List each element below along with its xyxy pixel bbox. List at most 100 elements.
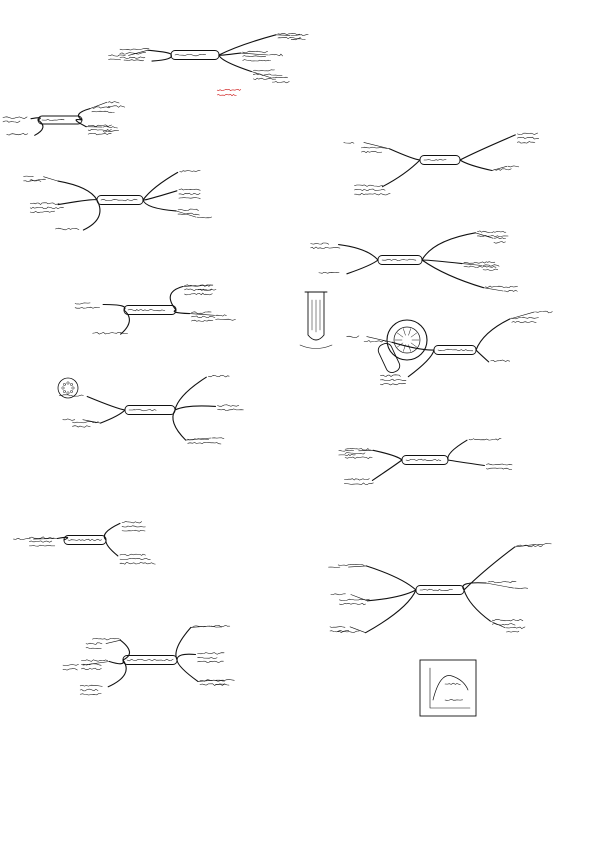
branch-handwriting [511, 316, 539, 320]
branch-handwriting [79, 684, 103, 687]
graph-annotation [444, 699, 463, 701]
sub-branch-connector [82, 419, 101, 424]
branch-handwriting [2, 116, 28, 119]
branch-handwriting [81, 659, 108, 662]
sub-branch-connector [366, 336, 393, 343]
branch-connector [172, 409, 187, 441]
sub-branch-connector [490, 620, 506, 629]
branch-connector [463, 589, 491, 622]
red-handwriting [216, 93, 237, 97]
small-cell-dot [61, 386, 65, 390]
mindmap-cluster-c2 [2, 101, 126, 136]
sub-branch-connector [197, 679, 215, 682]
branch-handwriting [517, 132, 538, 135]
branch-connector [463, 546, 516, 591]
small-cell-dot [71, 386, 75, 390]
red-handwriting [216, 88, 242, 92]
sub-branch-connector [461, 263, 483, 266]
branch-handwriting [191, 319, 214, 322]
branch-connector [475, 349, 490, 363]
branch-handwriting [2, 120, 21, 123]
sub-branch-handwriting [269, 53, 283, 57]
branch-handwriting [217, 404, 240, 407]
branch-handwriting [339, 603, 366, 606]
cell-spoke [408, 328, 411, 336]
central-node-handwriting [126, 658, 174, 662]
central-node-box [170, 50, 220, 60]
branch-handwriting [123, 59, 144, 62]
branch-handwriting [178, 197, 201, 200]
branch-handwriting [380, 383, 406, 386]
sub-branch-handwriting [338, 454, 356, 456]
mindmap-cluster-c5 [58, 375, 244, 445]
central-node-handwriting [405, 458, 442, 461]
cell-side-capsule [377, 342, 401, 374]
branch-handwriting [119, 553, 146, 556]
branch-connector [346, 259, 379, 275]
branch-connector [338, 244, 379, 261]
sub-branch-connector [349, 626, 366, 633]
branch-handwriting [380, 374, 401, 377]
branch-connector [421, 259, 463, 265]
central-node-handwriting [423, 159, 447, 161]
cell-spoke [408, 344, 411, 352]
sub-branch-handwriting [290, 38, 306, 41]
central-node-handwriting [100, 198, 138, 202]
branch-handwriting [486, 463, 513, 466]
sub-branch-handwriting [329, 626, 346, 628]
branch-handwriting [92, 638, 121, 641]
sub-branch-connector [483, 287, 504, 292]
branch-handwriting [72, 421, 99, 424]
sub-branch-connector [82, 661, 110, 666]
branch-connector [142, 199, 177, 212]
branch-connector [372, 449, 403, 461]
branch-handwriting [79, 693, 102, 696]
sub-branch-handwriting [85, 647, 102, 649]
branch-connector [459, 159, 493, 172]
branch-connector [107, 659, 127, 688]
branch-handwriting [29, 540, 53, 543]
branch-handwriting [253, 77, 276, 80]
cell-inner-circle [393, 326, 421, 354]
branch-connector [57, 180, 98, 201]
sub-branch-handwriting [493, 241, 506, 244]
branch-handwriting [29, 536, 55, 539]
branch-connector [86, 395, 126, 411]
sub-branch-connector [189, 313, 215, 316]
small-cell-outer [57, 377, 79, 399]
mindmap-cluster-c7 [62, 625, 235, 696]
branch-connector [459, 134, 516, 161]
branch-connector [103, 522, 121, 541]
sub-branch-handwriting [493, 237, 506, 240]
sub-branch-handwriting [346, 335, 360, 338]
sub-branch-connector [190, 625, 211, 628]
branch-handwriting [318, 272, 340, 274]
branch-handwriting [344, 482, 374, 485]
central-node-handwriting [381, 258, 417, 261]
branch-handwriting [6, 133, 29, 136]
branch-connector [108, 659, 124, 665]
sub-branch-handwriting [196, 216, 212, 219]
sub-branch-handwriting [506, 626, 526, 629]
sub-branch-handwriting [482, 264, 500, 267]
branch-connector [169, 286, 184, 311]
branch-handwriting [177, 212, 200, 216]
branch-connector [447, 439, 468, 461]
branch-connector [388, 148, 421, 161]
small-cell-dot [66, 381, 70, 385]
branch-handwriting [121, 529, 146, 532]
branch-connector [371, 459, 403, 481]
sub-branch-connector [514, 544, 537, 548]
small-cell-dot [66, 391, 70, 395]
mindmap-cluster-c12 [328, 543, 552, 634]
branch-handwriting [344, 452, 366, 455]
branch-connector [407, 349, 435, 378]
test-tube-base [299, 344, 333, 349]
sub-branch-handwriting [503, 289, 518, 293]
graph-panel-frame [419, 659, 477, 717]
sub-branch-handwriting [23, 175, 34, 177]
branch-handwriting [354, 188, 386, 191]
sub-branch-connector [350, 594, 368, 602]
branch-connector [218, 34, 277, 56]
branch-handwriting [310, 246, 341, 249]
